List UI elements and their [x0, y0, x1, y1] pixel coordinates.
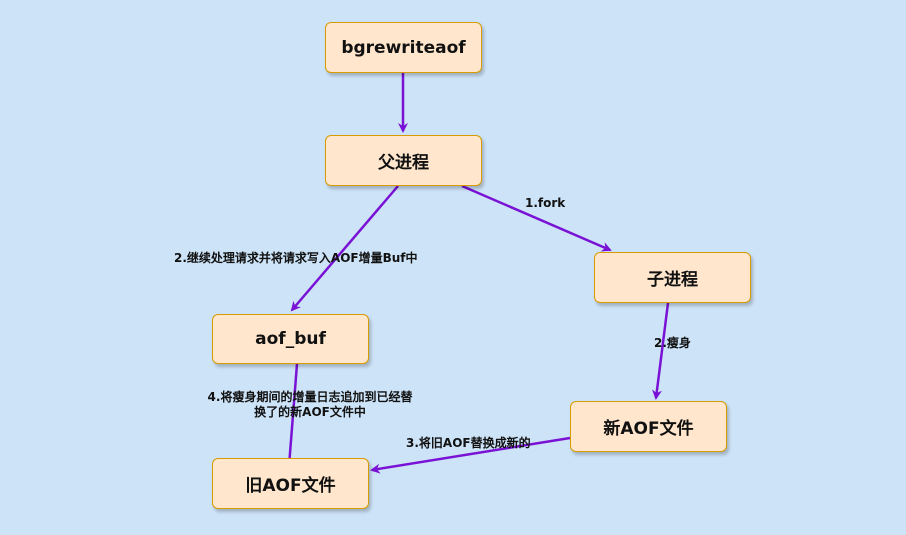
label-replace: 3.将旧AOF替换成新的: [406, 436, 531, 450]
arrow-new-aof-to-old-aof: [370, 436, 571, 474]
arrow-aof-buf-to-old-aof: [284, 363, 299, 468]
node-bgrewriteaof: bgrewriteaof: [325, 22, 482, 73]
node-child-process: 子进程: [594, 252, 751, 303]
node-aof-buf: aof_buf: [212, 314, 369, 364]
label-fork: 1.fork: [525, 196, 566, 210]
node-parent-process: 父进程: [325, 135, 482, 186]
node-old-aof-file: 旧AOF文件: [212, 458, 369, 509]
arrow-parent-to-aof-buf: [290, 185, 399, 312]
label-continue-processing: 2.继续处理请求并将请求写入AOF增量Buf中: [174, 251, 418, 265]
label-slim: 2.瘦身: [654, 336, 691, 350]
arrow-child-to-new-aof: [652, 302, 670, 400]
node-new-aof-file: 新AOF文件: [570, 401, 727, 452]
label-append-incremental: 4.将瘦身期间的增量日志追加到已经替换了的新AOF文件中: [207, 390, 413, 419]
arrow-parent-to-child: [461, 184, 612, 252]
